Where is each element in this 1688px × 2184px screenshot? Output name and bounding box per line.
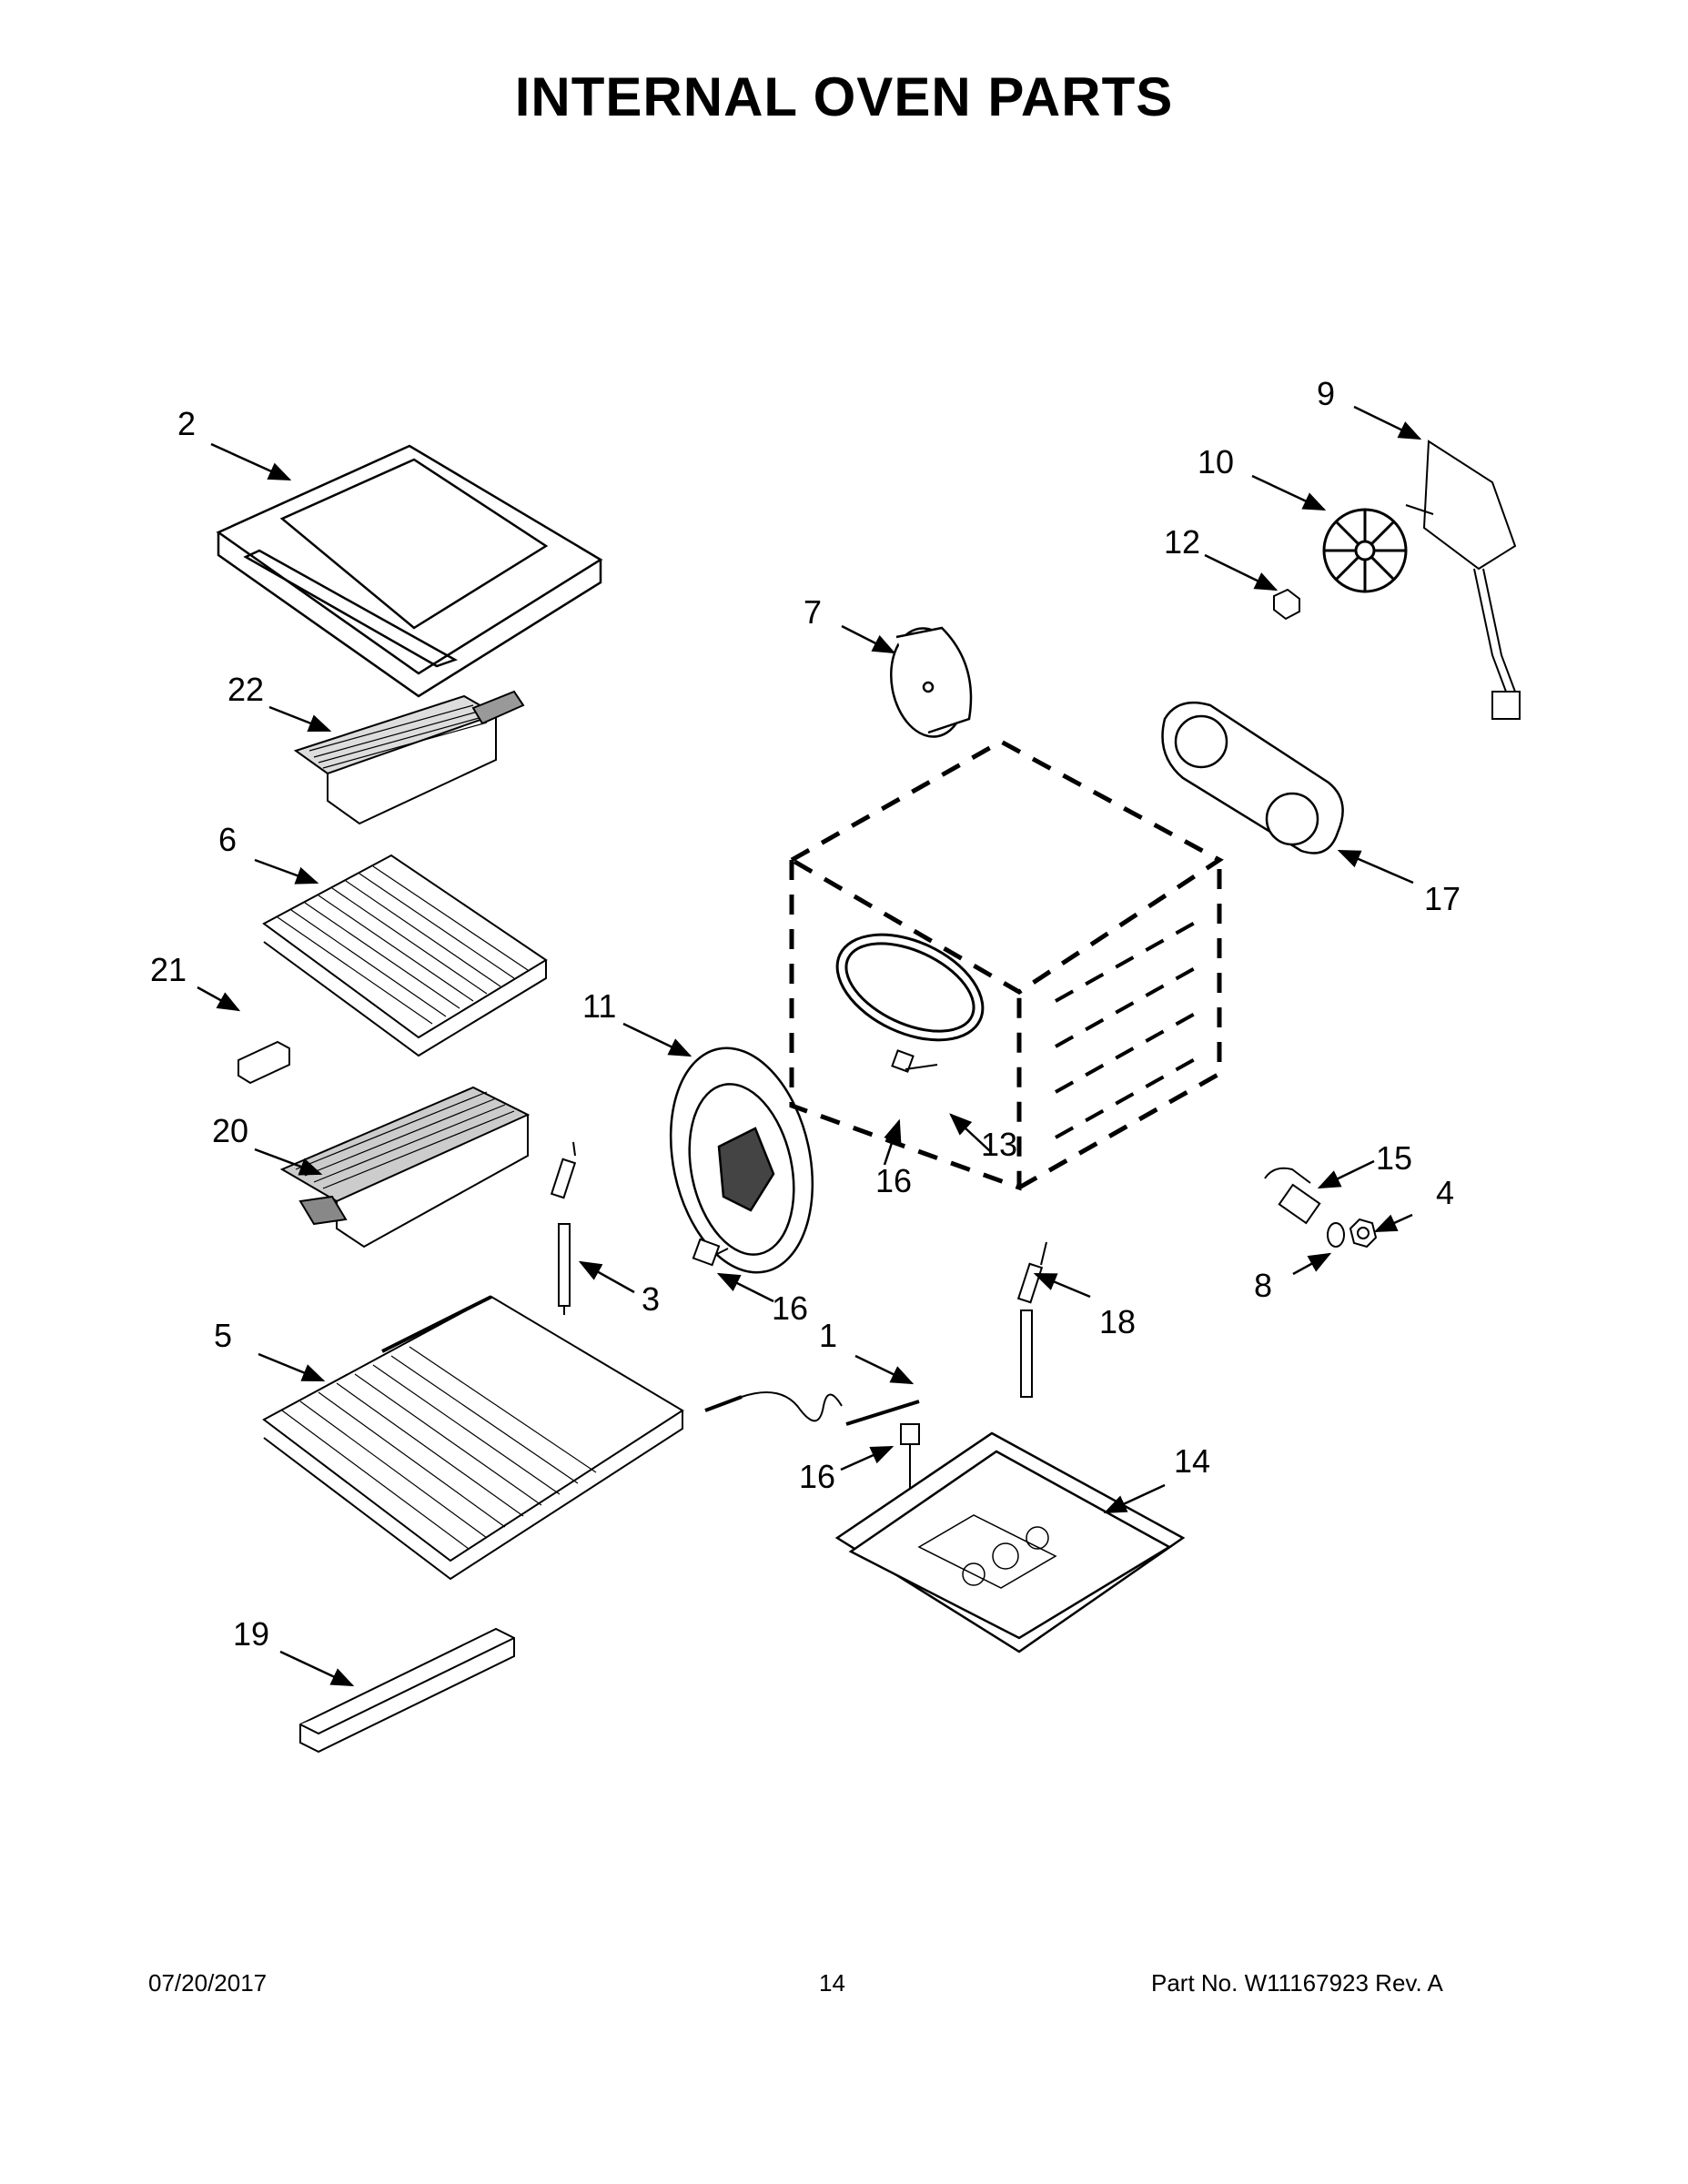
part-21-bracket xyxy=(238,1040,290,1085)
part-1-meat-probe xyxy=(704,1391,920,1426)
callout-5: 5 xyxy=(214,1317,232,1354)
part-5-slide-rack xyxy=(262,1295,684,1581)
part-3-sensor xyxy=(550,1141,577,1315)
part-16-screw-a xyxy=(692,1238,729,1267)
part-7-baffle xyxy=(890,626,973,738)
callout-12: 12 xyxy=(1164,523,1200,561)
footer-page-number: 14 xyxy=(819,1969,845,1997)
part-oven-cavity xyxy=(786,739,1224,1191)
callout-3: 3 xyxy=(642,1280,660,1318)
part-2-door-panel xyxy=(216,444,603,698)
callout-20: 20 xyxy=(212,1112,248,1149)
part-10-fan-blade xyxy=(1322,508,1408,593)
callout-7: 7 xyxy=(804,593,822,631)
callout-1: 1 xyxy=(819,1317,837,1354)
part-9-motor xyxy=(1405,440,1521,720)
callout-11: 11 xyxy=(582,987,616,1025)
callout-17: 17 xyxy=(1424,880,1461,917)
footer-part-number: Part No. W11167923 Rev. A xyxy=(1151,1969,1443,1997)
callout-labels: 2 22 6 21 20 3 5 19 11 16 1 18 14 16 13 … xyxy=(150,375,1461,1653)
part-11-fan-cover xyxy=(669,1046,814,1274)
footer-date: 07/20/2017 xyxy=(148,1969,268,1997)
page-title: INTERNAL OVEN PARTS xyxy=(514,66,1174,127)
part-16-screw-c xyxy=(891,1049,938,1073)
callout-9: 9 xyxy=(1317,375,1335,412)
callout-18: 18 xyxy=(1099,1303,1136,1340)
callout-8: 8 xyxy=(1254,1267,1272,1304)
part-22-broil-element xyxy=(293,690,525,825)
part-16-screw-b xyxy=(900,1423,920,1488)
callout-2: 2 xyxy=(177,405,196,442)
part-14-drip-pan xyxy=(834,1431,1186,1653)
part-13-element xyxy=(835,933,985,1042)
callout-16-a: 16 xyxy=(772,1289,808,1327)
callout-13: 13 xyxy=(981,1126,1017,1163)
part-20-bake-element xyxy=(279,1086,531,1249)
part-8-washer xyxy=(1327,1222,1345,1248)
callout-22: 22 xyxy=(227,671,264,708)
part-4-nut xyxy=(1349,1218,1378,1249)
part-6-oven-rack xyxy=(262,854,548,1057)
part-19-trim xyxy=(299,1627,515,1754)
part-12-nut xyxy=(1273,588,1300,621)
callout-6: 6 xyxy=(218,821,237,858)
part-17-rear-plate xyxy=(1161,701,1344,854)
callout-21: 21 xyxy=(150,951,187,988)
callout-14: 14 xyxy=(1174,1442,1210,1480)
callout-10: 10 xyxy=(1198,443,1234,480)
callout-16-c: 16 xyxy=(875,1162,912,1199)
callout-16-b: 16 xyxy=(799,1458,835,1495)
part-15-socket xyxy=(1264,1167,1321,1225)
callout-4: 4 xyxy=(1436,1174,1454,1211)
callout-19: 19 xyxy=(233,1615,269,1653)
leader-lines xyxy=(197,405,1422,1687)
part-18-sensor xyxy=(1016,1241,1047,1398)
callout-15: 15 xyxy=(1376,1139,1412,1177)
